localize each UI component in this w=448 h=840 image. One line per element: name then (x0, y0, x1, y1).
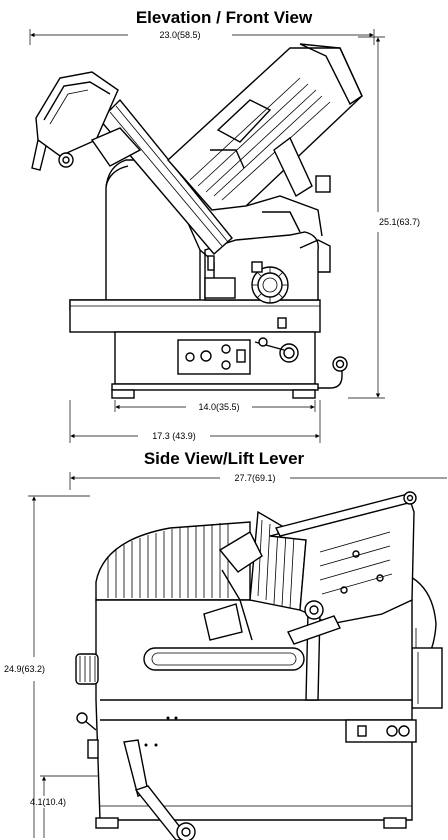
front-base-dimension: 14.0(35.5) (114, 400, 316, 412)
front-view-title: Elevation / Front View (135, 8, 313, 27)
side-overall-width-label: 27.7(69.1) (234, 473, 275, 483)
side-view-title: Side View/Lift Lever (143, 449, 305, 468)
front-height-dimension: 25.1(63.7) (348, 36, 420, 399)
side-width-dimension: 27.7(69.1) (69, 472, 447, 490)
front-foot-dimension: 17.3 (43.9) (69, 400, 321, 443)
side-overall-height-label: 24.9(63.2) (4, 664, 45, 674)
front-overall-width-label: 23.0(58.5) (159, 30, 200, 40)
front-view-drawing: 23.0(58.5) 25.1(63.7) (29, 29, 420, 399)
front-overall-height-label: 25.1(63.7) (379, 217, 420, 227)
side-height-dimension: 24.9(63.2) (4, 495, 90, 838)
side-foot-height-label: 4.1(10.4) (30, 797, 66, 807)
front-foot-width-label: 17.3 (43.9) (152, 431, 196, 441)
side-view-drawing (75, 491, 443, 840)
side-foot-dimension: 4.1(10.4) (30, 775, 100, 838)
front-base-width-label: 14.0(35.5) (198, 402, 239, 412)
front-width-dimension: 23.0(58.5) (29, 29, 375, 45)
